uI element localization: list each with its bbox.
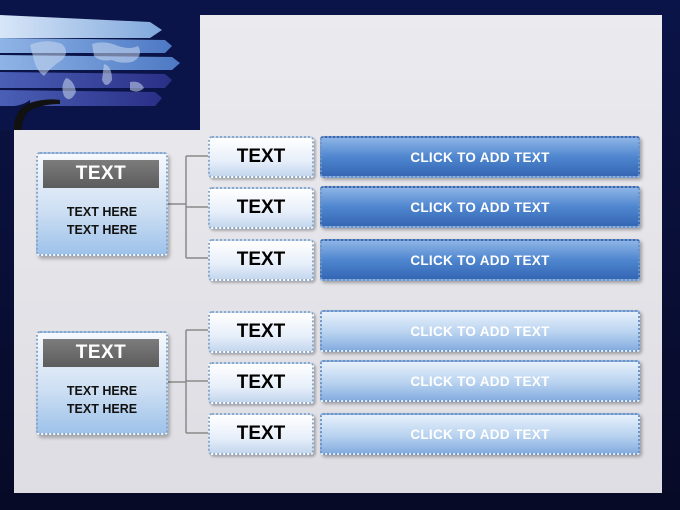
group2-item1-label[interactable]: TEXT	[208, 311, 314, 353]
group2-main-box[interactable]: TEXT TEXT HERE TEXT HERE	[36, 331, 168, 435]
group2-item3-label[interactable]: TEXT	[208, 413, 314, 455]
group1-item2-content[interactable]: CLICK TO ADD TEXT	[320, 186, 640, 228]
group2-item2-content[interactable]: CLICK TO ADD TEXT	[320, 360, 640, 402]
group1-item1-label[interactable]: TEXT	[208, 136, 314, 178]
group2-main-line1: TEXT HERE	[66, 384, 138, 398]
group1-item2-label[interactable]: TEXT	[208, 187, 314, 229]
group1-main-box[interactable]: TEXT TEXT HERE TEXT HERE	[36, 152, 168, 256]
group1-main-line2: TEXT HERE	[66, 223, 138, 237]
group2-item3-content[interactable]: CLICK TO ADD TEXT	[320, 413, 640, 455]
group1-item1-content[interactable]: CLICK TO ADD TEXT	[320, 136, 640, 178]
group1-main-title: TEXT	[43, 160, 159, 188]
world-map-banner-icon	[0, 0, 200, 130]
group2-main-title: TEXT	[43, 339, 159, 367]
group1-main-line1: TEXT HERE	[66, 205, 138, 219]
group2-item2-label[interactable]: TEXT	[208, 362, 314, 404]
group2-main-line2: TEXT HERE	[66, 402, 138, 416]
group1-item3-content[interactable]: CLICK TO ADD TEXT	[320, 239, 640, 281]
group1-item3-label[interactable]: TEXT	[208, 239, 314, 281]
group2-item1-content[interactable]: CLICK TO ADD TEXT	[320, 310, 640, 352]
